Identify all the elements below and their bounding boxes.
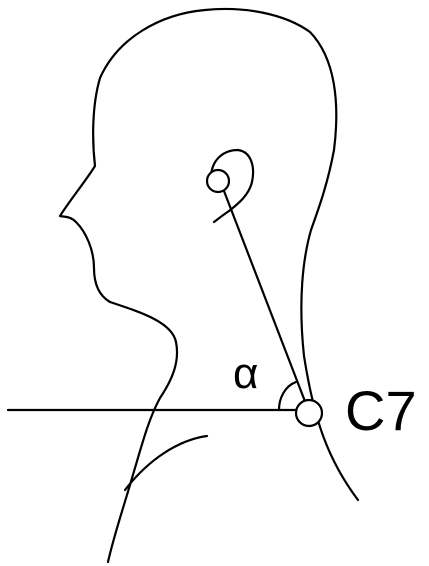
c7-marker xyxy=(294,398,324,428)
ear-outline xyxy=(209,148,255,224)
angle-arc xyxy=(277,380,298,412)
c7-label: C7 xyxy=(345,379,417,442)
tragus-to-c7-line xyxy=(222,189,308,406)
head-profile-outline xyxy=(58,7,360,502)
shoulder-line xyxy=(123,434,209,492)
tragus-marker xyxy=(205,168,231,194)
front-neck-line xyxy=(106,300,179,564)
angle-label: α xyxy=(233,349,258,398)
